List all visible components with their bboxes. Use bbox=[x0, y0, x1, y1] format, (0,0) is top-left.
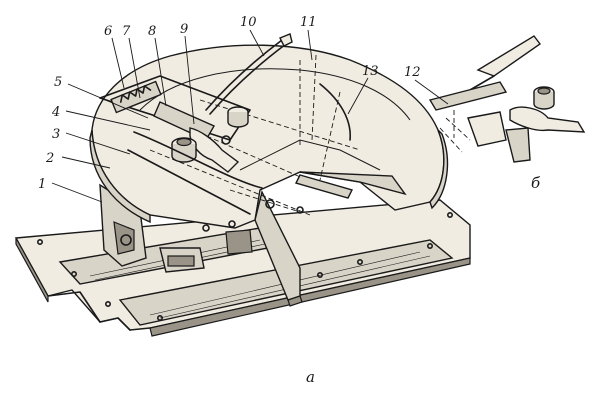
label-part-7: 7 bbox=[122, 24, 131, 39]
label-part-3: 3 bbox=[52, 127, 60, 142]
saddle-plate bbox=[89, 44, 449, 307]
label-part-5: 5 bbox=[54, 75, 62, 90]
plate-bolt-holes bbox=[36, 212, 453, 321]
locking-mechanism bbox=[99, 33, 354, 232]
part-labels: 1 2 3 4 5 6 7 8 9 10 11 12 13 bbox=[38, 15, 421, 192]
label-part-6: 6 bbox=[104, 24, 112, 39]
support-bracket-left bbox=[99, 183, 147, 267]
leader-lines bbox=[51, 29, 449, 203]
kingpin-right bbox=[227, 106, 249, 128]
label-part-11: 11 bbox=[300, 15, 317, 30]
subfigure-label-a: а bbox=[306, 368, 315, 386]
label-part-4: 4 bbox=[51, 105, 60, 120]
support-bracket-center bbox=[159, 229, 253, 273]
label-part-9: 9 bbox=[180, 22, 188, 37]
label-part-10: 10 bbox=[240, 15, 257, 30]
label-part-2: 2 bbox=[45, 151, 54, 166]
label-part-12: 12 bbox=[404, 65, 421, 80]
detail-b-kingpin-upper bbox=[533, 86, 555, 110]
label-part-8: 8 bbox=[148, 24, 156, 39]
detail-b-mechanism bbox=[428, 35, 586, 163]
label-part-1: 1 bbox=[38, 177, 46, 192]
label-part-13: 13 bbox=[362, 64, 379, 79]
subfigure-label-b: б bbox=[531, 174, 541, 192]
